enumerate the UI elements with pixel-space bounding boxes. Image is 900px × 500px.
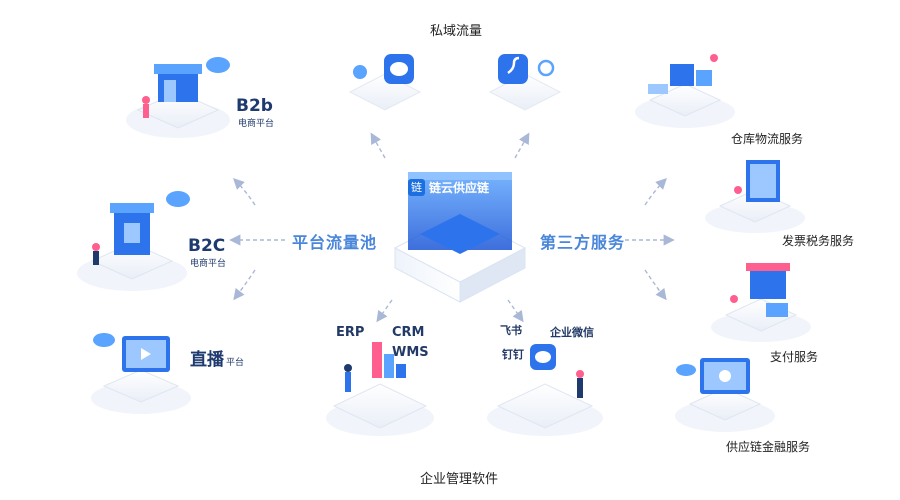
live-title: 直播	[190, 350, 224, 370]
live-illustration	[91, 333, 191, 414]
b2b-illustration	[126, 57, 230, 138]
b2c-illustration	[77, 191, 190, 291]
b2b-subtitle: 电商平台	[238, 119, 275, 129]
warehouse-illustration	[635, 54, 735, 128]
live-subtitle: 平台	[226, 358, 245, 368]
dashed-arrows	[229, 132, 675, 323]
tool-crm: CRM	[392, 325, 425, 340]
invoice-illustration	[705, 160, 805, 233]
top-label: 私域流量	[430, 24, 483, 39]
service-warehouse: 仓库物流服务	[731, 132, 804, 146]
tool-wework: 企业微信	[550, 326, 594, 339]
tool-erp: ERP	[336, 325, 365, 340]
bottom-label: 企业管理软件	[420, 472, 499, 487]
center-brand: 链 链云供应链	[408, 176, 498, 198]
tool-dingtalk: 钉钉	[502, 348, 524, 361]
tool-wms: WMS	[392, 345, 429, 360]
bar-chart-icon	[372, 342, 382, 378]
b2c-label: B2C 电商平台	[188, 236, 226, 269]
wechat-icon	[384, 55, 414, 85]
b2b-label: B2b 电商平台	[236, 96, 274, 129]
live-label: 直播 平台	[190, 345, 244, 370]
service-invoice: 发票税务服务	[782, 234, 855, 248]
im-illustration	[487, 344, 603, 436]
central-platform	[393, 172, 527, 303]
miniprogram-stage	[488, 54, 562, 111]
erp-illustration	[326, 342, 434, 436]
finance-illustration	[675, 358, 775, 432]
b2c-title: B2C	[188, 236, 226, 256]
service-finance: 供应链金融服务	[726, 440, 811, 454]
service-payment: 支付服务	[770, 350, 819, 364]
b2c-subtitle: 电商平台	[190, 259, 227, 269]
right-label: 第三方服务	[540, 233, 626, 252]
brand-name: 链云供应链	[429, 180, 490, 195]
miniprogram-icon	[498, 55, 528, 85]
tool-feishu: 飞书	[500, 324, 522, 337]
brand-badge: 链	[408, 178, 425, 196]
payment-illustration	[711, 263, 811, 342]
left-label: 平台流量池	[292, 233, 378, 252]
b2b-title: B2b	[236, 96, 273, 116]
wechat-stage	[348, 54, 422, 111]
